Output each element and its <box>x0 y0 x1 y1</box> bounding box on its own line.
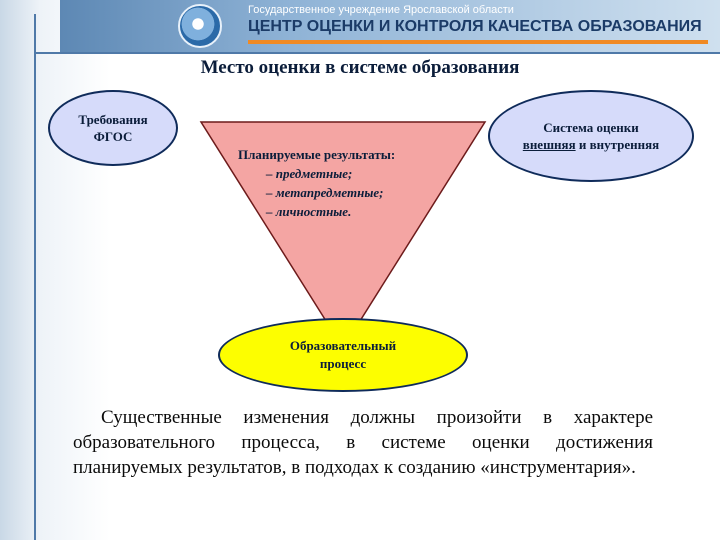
internal-word: и внутренняя <box>575 137 660 152</box>
bottom-ellipse-line1: Образовательный <box>289 338 397 353</box>
right-ellipse-line2: внешняя и внутренняя <box>523 136 659 153</box>
banner-subtitle: Государственное учреждение Ярославской о… <box>248 4 514 16</box>
header-banner: Государственное учреждение Ярославской о… <box>60 0 720 52</box>
educational-process-ellipse: Образовательный процесс <box>218 318 468 392</box>
slide-title: Место оценки в системе образования <box>200 57 520 78</box>
assessment-system-ellipse: Система оценки внешняя и внутренняя <box>488 90 694 182</box>
external-word: внешняя <box>522 137 576 152</box>
left-ellipse-line2: ФГОС <box>93 129 133 144</box>
fgos-requirements-ellipse: Требования ФГОС <box>48 90 178 166</box>
left-ellipse-line1: Требования <box>78 112 148 127</box>
triangle-item-metasubject: – метапредметные; <box>266 185 384 200</box>
triangle-text: Планируемые результаты: – предметные; – … <box>238 145 395 221</box>
top-rule <box>34 52 720 54</box>
conclusion-paragraph: Существенные изменения должны произойти … <box>73 405 653 480</box>
triangle-heading: Планируемые результаты: <box>238 147 396 162</box>
right-ellipse-line1: Система оценки <box>543 120 639 135</box>
banner-underline <box>248 40 708 44</box>
bottom-ellipse-line2: процесс <box>319 356 367 371</box>
left-rule <box>34 14 36 540</box>
triangle-shape <box>199 121 487 350</box>
triangle-item-subject: – предметные; <box>266 166 353 181</box>
triangle-item-personal: – личностные. <box>266 204 352 219</box>
conclusion-text: Существенные изменения должны произойти … <box>73 407 653 478</box>
banner-title: ЦЕНТР ОЦЕНКИ И КОНТРОЛЯ КАЧЕСТВА ОБРАЗОВ… <box>248 18 702 35</box>
emblem-icon <box>178 4 222 48</box>
